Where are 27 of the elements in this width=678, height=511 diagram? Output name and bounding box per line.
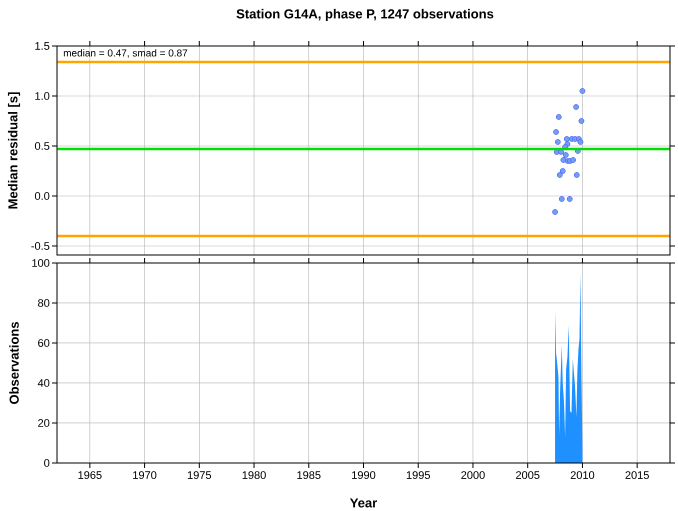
- tick-label: 2005: [516, 471, 540, 479]
- tick-label: 2015: [625, 471, 649, 479]
- axis-title: Median residual [s]: [8, 92, 20, 208]
- tick-label: 80: [38, 299, 50, 307]
- tick-label: 1.0: [35, 92, 50, 100]
- tick-label: 40: [38, 379, 50, 387]
- axis-title: Observations: [9, 322, 19, 404]
- tick-label: 2010: [570, 471, 594, 479]
- tick-label: 1965: [78, 471, 102, 479]
- stats-note: median = 0.47, smad = 0.87: [64, 49, 188, 58]
- tick-label: 1.5: [35, 42, 50, 50]
- tick-label: 0.0: [34, 192, 50, 200]
- tick-label: 1990: [352, 471, 376, 479]
- tick-label: 20: [38, 419, 50, 427]
- tick-label: 0.5: [34, 142, 50, 150]
- axis-title: Year: [350, 498, 378, 508]
- tick-label: -0.5: [31, 242, 50, 250]
- tick-label: 100: [32, 259, 50, 267]
- tick-label: 0: [44, 459, 50, 467]
- tick-label: 60: [38, 339, 50, 347]
- chart-title: Station G14A, phase P, 1247 observations: [236, 8, 494, 22]
- tick-label: 1995: [406, 471, 430, 479]
- tick-label: 2000: [461, 471, 485, 479]
- tick-label: 1975: [188, 471, 212, 479]
- tick-label: 1970: [133, 471, 156, 479]
- tick-label: 1985: [297, 471, 321, 479]
- tick-label: 1980: [242, 471, 266, 479]
